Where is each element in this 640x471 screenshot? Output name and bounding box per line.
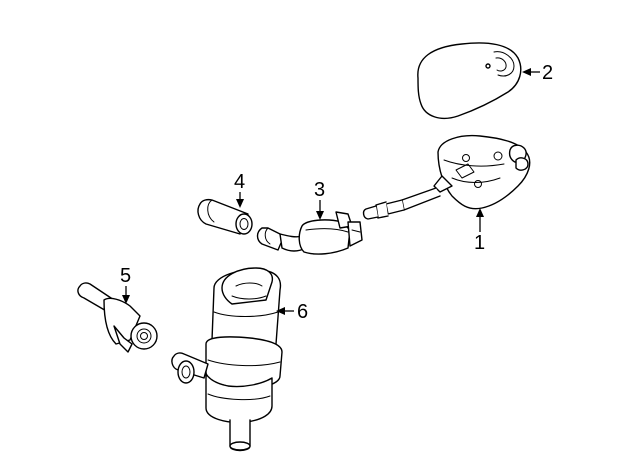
callout-label-5: 5 bbox=[120, 265, 131, 287]
part-2-cover-cap[interactable] bbox=[417, 42, 522, 120]
callout-3: 3 bbox=[314, 179, 325, 220]
callout-2: 2 bbox=[522, 62, 553, 84]
callout-6: 6 bbox=[276, 301, 308, 323]
callout-label-6: 6 bbox=[297, 301, 308, 323]
callout-1: 1 bbox=[474, 208, 485, 254]
callout-label-1: 1 bbox=[474, 232, 485, 254]
part-5-connector[interactable] bbox=[77, 282, 158, 353]
part-4-hose[interactable] bbox=[197, 198, 253, 235]
part-3-check-valve[interactable] bbox=[256, 211, 363, 255]
callout-label-2: 2 bbox=[542, 62, 553, 84]
part-6-washer-pump[interactable] bbox=[171, 267, 283, 452]
callout-label-3: 3 bbox=[314, 179, 325, 201]
part-1-washer-nozzle[interactable] bbox=[362, 134, 531, 220]
callout-5: 5 bbox=[120, 265, 131, 304]
callout-4: 4 bbox=[234, 171, 245, 208]
callout-label-4: 4 bbox=[234, 171, 245, 193]
